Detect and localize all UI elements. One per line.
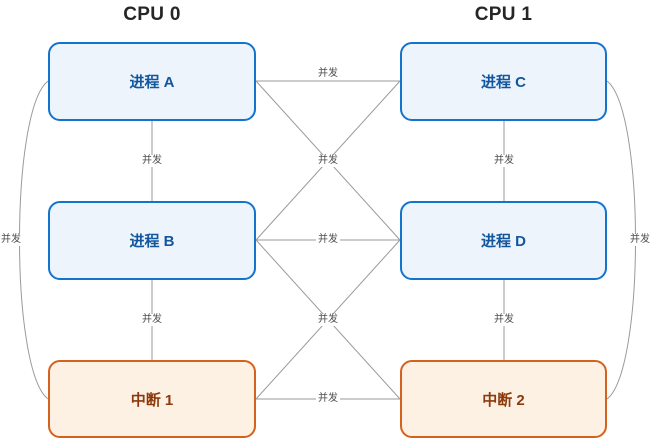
cpu-title-cpu1: CPU 1 [474, 4, 533, 25]
node-process-b[interactable]: 进程 B [48, 201, 256, 280]
edge-label-d-i2: 并发 [492, 314, 516, 326]
edge-label-i1-i2: 并发 [316, 393, 340, 405]
cpu-title-cpu0: CPU 0 [123, 4, 181, 25]
edge-label-c-d: 并发 [492, 155, 516, 167]
edge-label-a-c: 并发 [316, 68, 340, 80]
edge-label-c-i2-outer: 并发 [628, 234, 652, 246]
edge-label-a-i1-outer: 并发 [0, 234, 23, 246]
node-process-a[interactable]: 进程 A [48, 42, 256, 121]
node-process-d[interactable]: 进程 D [400, 201, 607, 280]
edge-label-cross-bot: 并发 [316, 314, 340, 326]
node-interrupt-2[interactable]: 中断 2 [400, 360, 607, 438]
edge-label-a-b: 并发 [140, 155, 164, 167]
edge-label-b-i1: 并发 [140, 314, 164, 326]
edge-process-a-interrupt-1-outer [19, 80, 49, 400]
edge-label-cross-top: 并发 [316, 155, 340, 167]
edge-label-b-d: 并发 [316, 234, 340, 246]
node-process-c[interactable]: 进程 C [400, 42, 607, 121]
node-interrupt-1[interactable]: 中断 1 [48, 360, 256, 438]
